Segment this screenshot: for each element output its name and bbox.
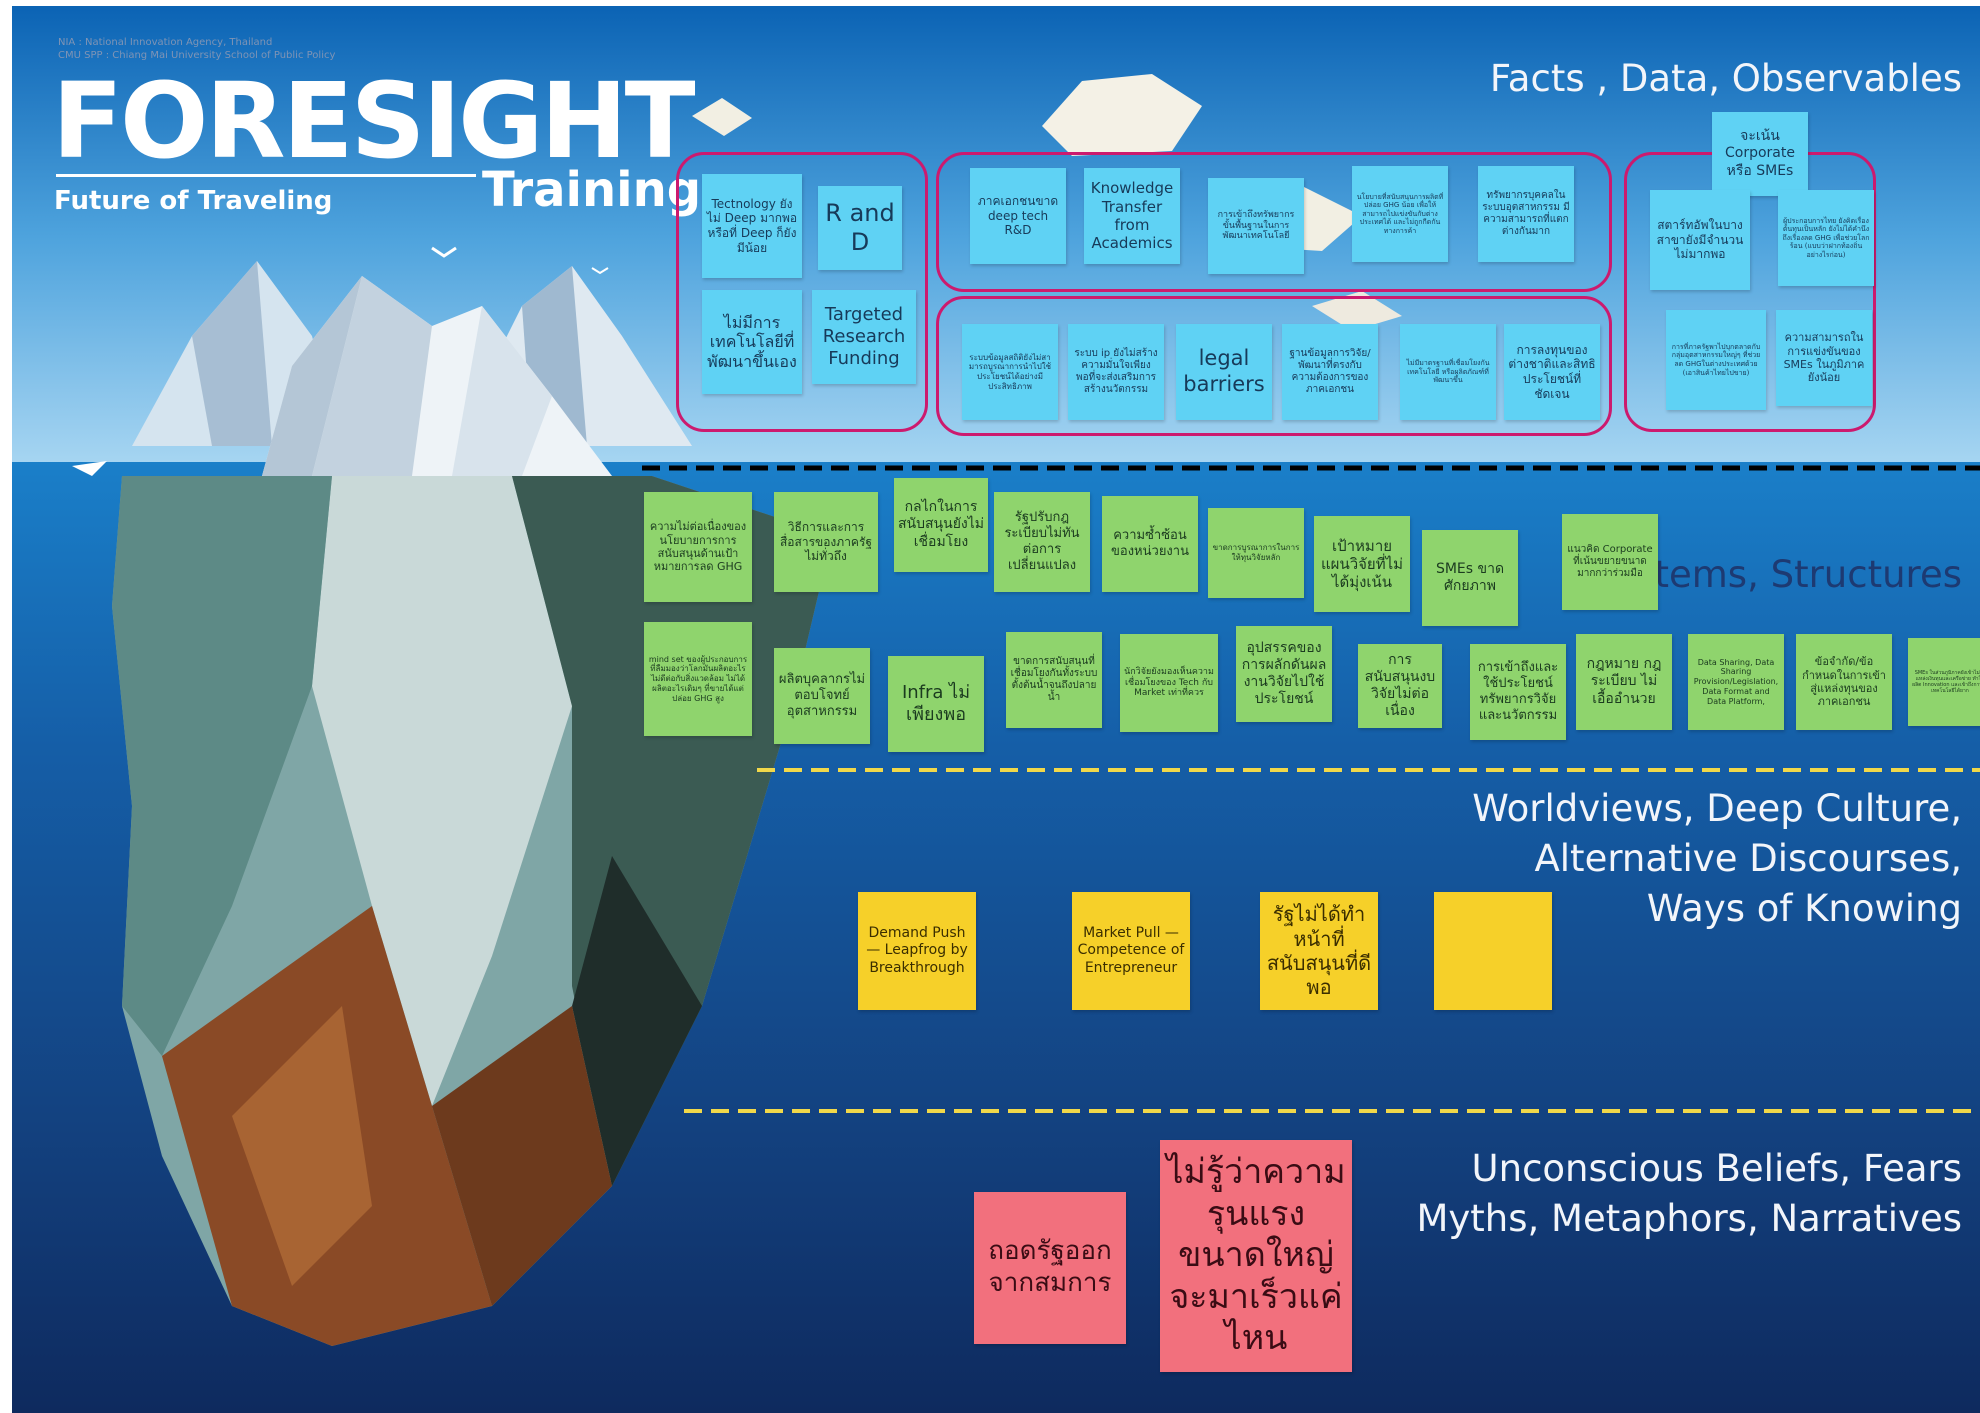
logo-subtitle: Future of Traveling <box>54 186 333 216</box>
sticky-note[interactable]: อุปสรรคของการผลักดันผลงานวิจัยไปใช้ประโย… <box>1236 626 1332 722</box>
sticky-note[interactable]: จะเน้น Corporate หรือ SMEs <box>1712 112 1808 196</box>
sticky-note[interactable]: Knowledge Transfer from Academics <box>1084 168 1180 264</box>
layer-label-worldviews-line: Ways of Knowing <box>1646 887 1962 930</box>
layer-label-worldviews-line: Worldviews, Deep Culture, <box>1472 787 1962 830</box>
sticky-note[interactable]: ฐานข้อมูลการวิจัย/พัฒนาที่ตรงกับความต้อง… <box>1282 324 1378 420</box>
layer-label-myths-line: Myths, Metaphors, Narratives <box>1416 1197 1962 1240</box>
sticky-note[interactable]: legal barriers <box>1176 324 1272 420</box>
sticky-note[interactable]: ข้อจำกัด/ข้อกำหนดในการเข้าสู่แหล่งทุนของ… <box>1796 634 1892 730</box>
iceberg-board: NIA : National Innovation Agency, Thaila… <box>12 6 1980 1413</box>
logo-training: Training <box>482 162 702 218</box>
sticky-note[interactable]: การเข้าถึงและใช้ประโยชน์ทรัพยากรวิจัยและ… <box>1470 644 1566 740</box>
layer-label-myths: Unconscious Beliefs, Fears Myths, Metaph… <box>1416 1144 1962 1244</box>
sticky-note[interactable]: สตาร์ทอัพในบางสาขายังมีจำนวนไม่มากพอ <box>1650 190 1750 290</box>
logo-title: FORESIGHT <box>52 60 696 182</box>
sticky-note[interactable]: ไม่รู้ว่าความรุนแรงขนาดใหญ่จะมาเร็วแค่ไห… <box>1160 1140 1352 1372</box>
sticky-note[interactable]: การสนับสนุนงบวิจัยไม่ต่อเนื่อง <box>1358 644 1442 728</box>
logo-divider <box>56 174 476 177</box>
sticky-note[interactable]: ระบบ ip ยังไม่สร้างความมั่นใจเพียงพอที่จ… <box>1068 324 1164 420</box>
sticky-note[interactable]: ภาคเอกชนขาด deep tech R&D <box>970 168 1066 264</box>
facts-group-outline-1 <box>676 152 928 432</box>
org-line-1: NIA : National Innovation Agency, Thaila… <box>58 37 273 48</box>
sticky-note[interactable]: ผลิตบุคลากรไม่ตอบโจทย์อุตสาหกรรม <box>774 648 870 744</box>
sticky-note[interactable]: R and D <box>818 186 902 270</box>
sticky-note[interactable]: Targeted Research Funding <box>812 290 916 384</box>
sticky-note[interactable]: mind set ของผู้ประกอบการที่ลืมมองว่าโลกม… <box>644 622 752 736</box>
sticky-note[interactable]: ไม่มีมาตรฐานที่เชื่อมโยงกันเทคโนโลยี หรื… <box>1400 324 1496 420</box>
sticky-note[interactable]: การที่ภาครัฐพาไปบุกตลาดกับกลุ่มอุตสาหกรร… <box>1666 310 1766 410</box>
sticky-note[interactable]: ทรัพยากรบุคคลในระบบอุตสาหกรรม มีความสามา… <box>1478 166 1574 262</box>
sticky-note[interactable]: ไม่มีการเทคโนโลยีที่พัฒนาขึ้นเอง <box>702 290 802 394</box>
sticky-note[interactable]: Infra ไม่เพียงพอ <box>888 656 984 752</box>
layer-label-worldviews: Worldviews, Deep Culture, Alternative Di… <box>1472 784 1962 934</box>
sticky-note[interactable]: Market Pull — Competence of Entrepreneur <box>1072 892 1190 1010</box>
sticky-note[interactable]: Tectnology ยังไม่ Deep มากพอ หรือที่ Dee… <box>702 174 802 278</box>
sticky-note[interactable]: วิธีการและการสื่อสารของภาครัฐไม่ทั่วถึง <box>774 492 878 592</box>
sticky-note[interactable]: รัฐไม่ได้ทำหน้าที่สนับสนุนที่ดีพอ <box>1260 892 1378 1010</box>
sticky-note[interactable]: กฎหมาย กฎระเบียบ ไม่เอื้ออำนวย <box>1576 634 1672 730</box>
layer-label-events: Facts , Data, Observables <box>1489 57 1962 100</box>
sticky-note-blank[interactable] <box>1434 892 1552 1010</box>
sticky-note[interactable]: เป้าหมายแผนวิจัยที่ไม่ได้มุ่งเน้น <box>1314 516 1410 612</box>
sticky-note[interactable]: ขาดการสนับสนุนที่เชื่อมโยงกันทั้งระบบตั้… <box>1006 632 1102 728</box>
sticky-note[interactable]: การลงทุนของต่างชาติและสิทธิประโยชน์ที่ชั… <box>1504 324 1600 420</box>
sticky-note[interactable]: ผู้ประกอบการไทย ยังคิดเรื่องต้นทุนเป็นหล… <box>1778 190 1874 286</box>
sticky-note[interactable]: รัฐปรับกฎระเบียบไม่ทันต่อการเปลี่ยนแปลง <box>994 492 1090 592</box>
sticky-note[interactable]: แนวคิด Corporate ที่เน้นขยายขนาดมากกว่าร… <box>1562 514 1658 610</box>
layer-label-myths-line: Unconscious Beliefs, Fears <box>1471 1147 1962 1190</box>
sticky-note[interactable]: SMEs ขาดศักยภาพ <box>1422 530 1518 626</box>
org-line-2: CMU SPP : Chiang Mai University School o… <box>58 50 336 61</box>
sticky-note[interactable]: Demand Push — Leapfrog by Breakthrough <box>858 892 976 1010</box>
iceberg-illustration <box>12 6 1980 1413</box>
sticky-note[interactable]: การเข้าถึงทรัพยากรขั้นพื้นฐานในการพัฒนาเ… <box>1208 178 1304 274</box>
sticky-note[interactable]: ระบบข้อมูลสถิติยังไม่สามารถบูรณาการนำไปใ… <box>962 324 1058 420</box>
sticky-note[interactable]: ถอดรัฐออกจากสมการ <box>974 1192 1126 1344</box>
sticky-note[interactable]: SMEs ในส่วนภูมิภาคยังเข้าไม่ถึงแหล่งเงิน… <box>1908 638 1980 726</box>
sticky-note[interactable]: นักวิจัยยังมองเห็นความเชื่อมโยงของ Tech … <box>1120 634 1218 732</box>
sticky-note[interactable]: ความไม่ต่อเนื่องของนโยบายการการสนับสนุนด… <box>644 492 752 602</box>
sticky-note[interactable]: กลไกในการสนับสนุนยังไม่เชื่อมโยง <box>894 478 988 572</box>
sticky-note[interactable]: นโยบายที่สนับสนุนการผลิตที่ปล่อย GHG น้อ… <box>1352 166 1448 262</box>
sticky-note[interactable]: ความซ้ำซ้อนของหน่วยงาน <box>1102 496 1198 592</box>
facts-group-outline-2b <box>936 296 1612 436</box>
layer-label-worldviews-line: Alternative Discourses, <box>1534 837 1962 880</box>
sticky-note[interactable]: ความสามารถในการแข่งขันของ SMEs ในภูมิภาค… <box>1776 310 1872 406</box>
sticky-note[interactable]: Data Sharing, Data Sharing Provision/Leg… <box>1688 634 1784 730</box>
sticky-note[interactable]: ขาดการบูรณาการในการให้ทุนวิจัยหลัก <box>1208 508 1304 598</box>
facts-group-outline-2a <box>936 152 1612 292</box>
